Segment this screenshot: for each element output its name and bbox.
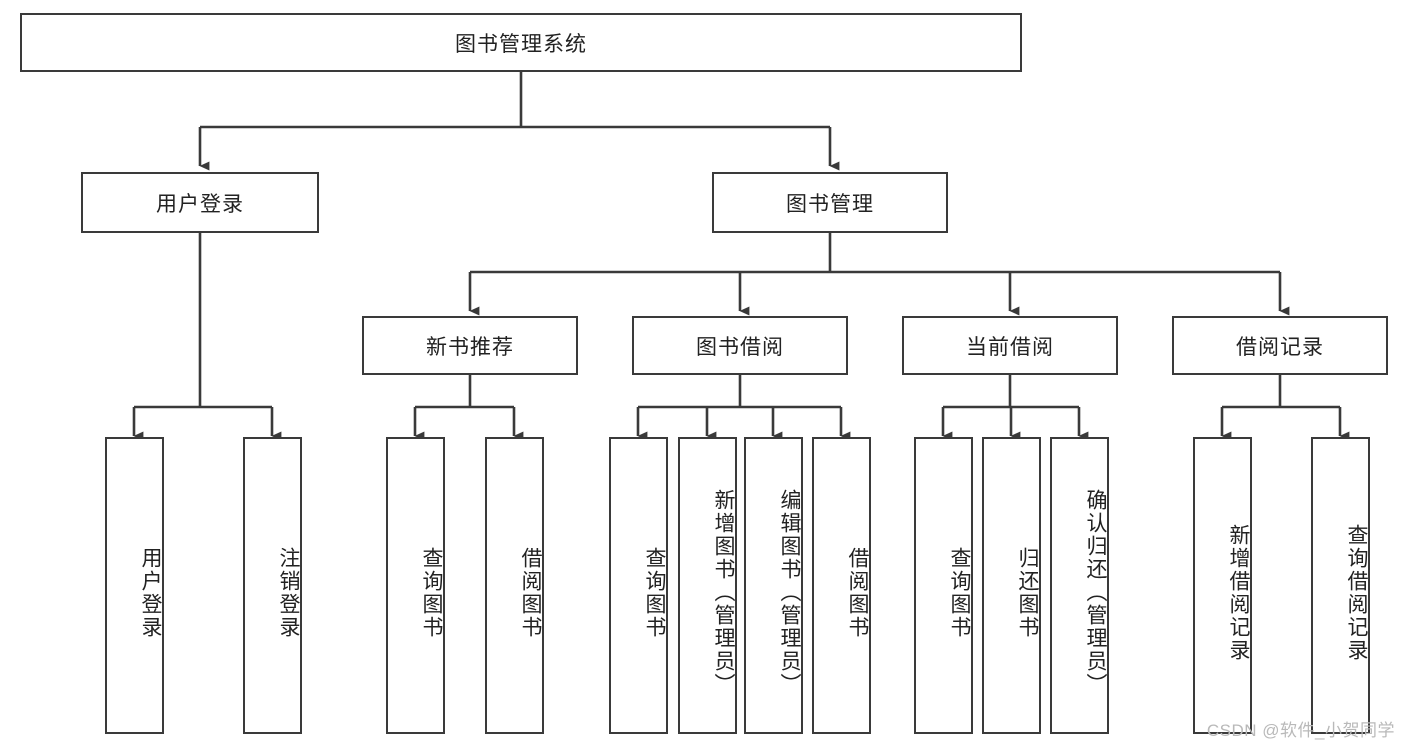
leaf-record-add-record[interactable]: 新增借阅记录: [1193, 437, 1252, 734]
node-label: 新增借阅记录: [1227, 523, 1250, 662]
node-label: 图书管理系统: [455, 32, 587, 56]
node-label: 注销登录: [277, 546, 300, 639]
leaf-borrow-add-book-admin[interactable]: 新增图书（管理员）: [678, 437, 737, 734]
node-label: 借阅记录: [1236, 335, 1324, 359]
leaf-record-query-record[interactable]: 查询借阅记录: [1311, 437, 1370, 734]
node-borrow-record[interactable]: 借阅记录: [1172, 316, 1388, 375]
leaf-user-login-logout[interactable]: 注销登录: [243, 437, 302, 734]
leaf-current-query-book[interactable]: 查询图书: [914, 437, 973, 734]
node-label: 确认归还（管理员）: [1084, 489, 1107, 696]
leaf-current-return-book[interactable]: 归还图书: [982, 437, 1041, 734]
node-label: 查询借阅记录: [1345, 523, 1368, 662]
node-book-management[interactable]: 图书管理: [712, 172, 948, 233]
node-label: 查询图书: [420, 546, 443, 639]
node-label: 图书借阅: [696, 335, 784, 359]
node-label: 编辑图书（管理员）: [778, 489, 801, 696]
node-label: 图书管理: [786, 192, 874, 216]
leaf-borrow-query-book[interactable]: 查询图书: [609, 437, 668, 734]
node-label: 查询图书: [643, 546, 666, 639]
node-label: 当前借阅: [966, 335, 1054, 359]
node-label: 用户登录: [156, 192, 244, 216]
leaf-current-confirm-return-admin[interactable]: 确认归还（管理员）: [1050, 437, 1109, 734]
node-label: 借阅图书: [519, 546, 542, 639]
watermark-text: CSDN @软件_小贺同学: [1206, 721, 1395, 740]
node-label: 查询图书: [948, 546, 971, 639]
node-label: 新增图书（管理员）: [712, 489, 735, 696]
node-book-borrow[interactable]: 图书借阅: [632, 316, 848, 375]
leaf-borrow-borrow-book[interactable]: 借阅图书: [812, 437, 871, 734]
node-label: 用户登录: [139, 546, 162, 639]
leaf-recommend-query-book[interactable]: 查询图书: [386, 437, 445, 734]
node-label: 借阅图书: [846, 546, 869, 639]
node-label: 新书推荐: [426, 335, 514, 359]
leaf-borrow-edit-book-admin[interactable]: 编辑图书（管理员）: [744, 437, 803, 734]
node-new-book-recommend[interactable]: 新书推荐: [362, 316, 578, 375]
node-user-login[interactable]: 用户登录: [81, 172, 319, 233]
leaf-recommend-borrow-book[interactable]: 借阅图书: [485, 437, 544, 734]
leaf-user-login-login[interactable]: 用户登录: [105, 437, 164, 734]
node-root-system[interactable]: 图书管理系统: [20, 13, 1022, 72]
node-current-borrow[interactable]: 当前借阅: [902, 316, 1118, 375]
node-label: 归还图书: [1016, 546, 1039, 639]
